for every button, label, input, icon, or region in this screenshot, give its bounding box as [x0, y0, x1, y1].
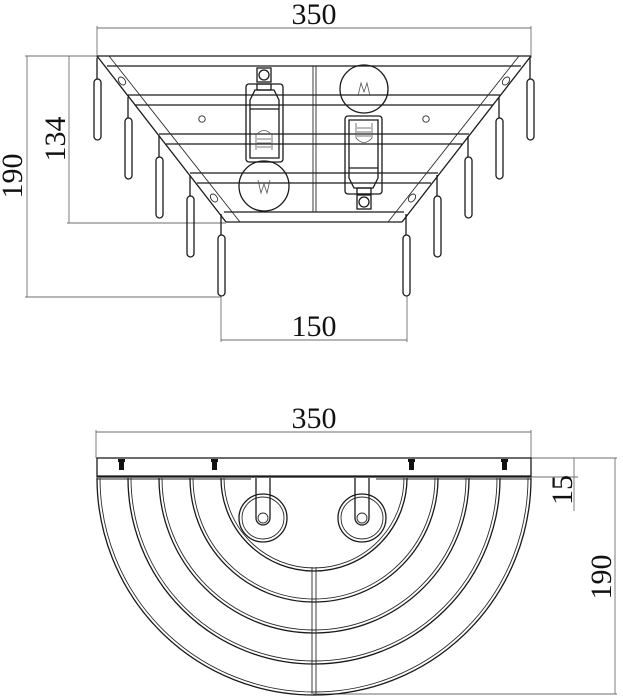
label-height-frame: 134: [39, 117, 72, 162]
pendant: [217, 214, 226, 297]
pendant: [124, 97, 133, 180]
pendant: [526, 58, 535, 141]
dimension-depth-total: 190: [313, 458, 618, 695]
label-width: 350: [292, 402, 337, 435]
pendant: [433, 175, 442, 258]
socket-right: [337, 478, 387, 543]
dimension-plate-depth: 15: [531, 457, 617, 511]
label-width-bottom: 150: [292, 310, 337, 343]
pendants-right: [402, 58, 535, 297]
arcs: [96, 477, 532, 696]
label-plate-depth: 15: [546, 475, 579, 505]
bulb-left: [238, 67, 290, 212]
dimension-width-top: 350: [96, 0, 532, 58]
screw: [211, 459, 218, 470]
label-width-top: 350: [292, 0, 337, 31]
bulb-right: [339, 64, 389, 210]
pendant: [464, 136, 473, 219]
screw: [118, 459, 125, 470]
dimension-height-frame: 134: [39, 56, 226, 224]
mounting-plate: [96, 457, 532, 480]
pendant: [402, 214, 411, 297]
pendant: [155, 136, 164, 219]
dimension-width-bottom: 150: [220, 296, 408, 343]
label-height-total: 190: [0, 154, 29, 199]
socket-left: [238, 478, 288, 543]
dimension-height-total: 190: [0, 55, 221, 298]
pendants-left: [93, 58, 226, 297]
pendant: [186, 175, 195, 258]
label-depth-total: 190: [585, 555, 618, 600]
frame: [96, 55, 532, 223]
screw: [408, 459, 415, 470]
pendant: [495, 97, 504, 180]
screw: [501, 459, 508, 470]
pendant: [93, 58, 102, 141]
dimension-width: 350: [95, 402, 532, 458]
front-view: 350 190 134 150: [0, 0, 535, 343]
top-view: 350 15 190: [95, 402, 618, 696]
